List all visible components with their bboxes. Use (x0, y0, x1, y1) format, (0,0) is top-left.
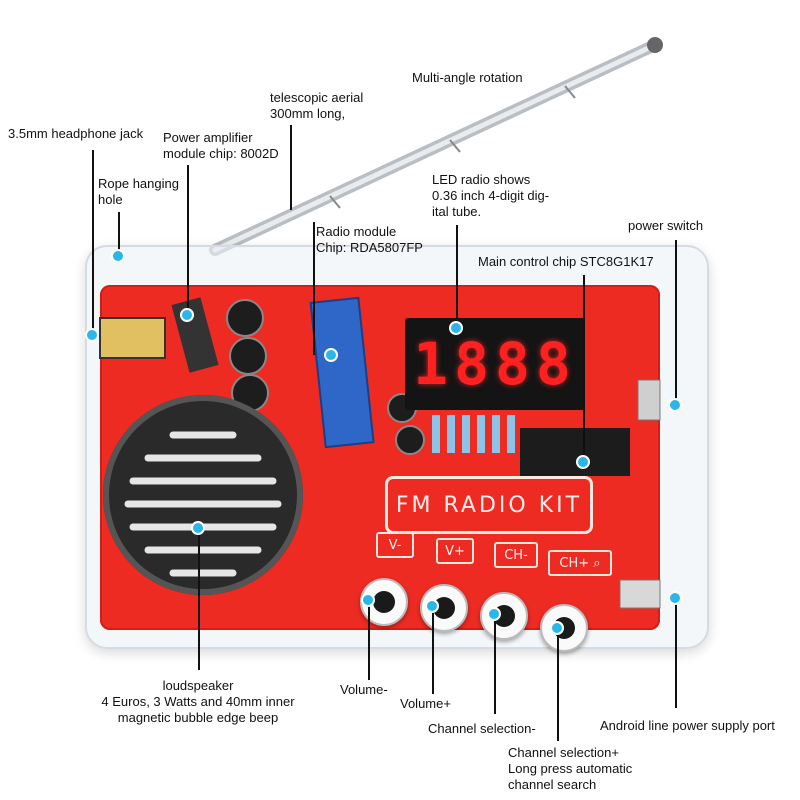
label-aerial: telescopic aerial 300mm long, (270, 90, 364, 121)
speaker-slots (124, 431, 282, 577)
loudspeaker-grille (103, 395, 303, 595)
marker-mcu (576, 455, 590, 469)
tag-channel-plus: CH+ ⌕ (548, 550, 612, 576)
label-android-port: Android line power supply port (600, 718, 775, 733)
leader-channel-minus (494, 614, 496, 714)
marker-loudspeaker (191, 521, 205, 535)
label-radio-module: Radio module Chip: RDA5807FP (316, 224, 423, 255)
leader-aerial (290, 125, 292, 210)
usb-port-body (619, 579, 661, 609)
leader-android-port (675, 598, 677, 708)
label-channel-minus: Channel selection- (428, 721, 536, 736)
tag-volume-minus: V- (376, 532, 414, 558)
marker-channel-plus (550, 621, 564, 635)
channel-plus-button[interactable] (540, 604, 588, 652)
marker-rope-hole (111, 249, 125, 263)
label-channel-plus: Channel selection+ Long press automatic … (508, 745, 633, 792)
radio-module (309, 296, 375, 449)
leader-mcu (583, 275, 585, 460)
tag-volume-plus: V+ (436, 538, 474, 564)
marker-amp-chip (180, 308, 194, 322)
label-amp-chip: Power amplifier module chip: 8002D (163, 130, 279, 161)
leader-channel-plus (557, 626, 559, 741)
headphone-jack (99, 317, 166, 359)
marker-headphone (85, 328, 99, 342)
leader-headphone (92, 150, 94, 335)
label-mcu: Main control chip STC8G1K17 (478, 254, 654, 269)
leader-rope-hole (118, 212, 120, 257)
marker-led-display (449, 321, 463, 335)
title-plate: FM RADIO KIT (385, 476, 593, 534)
leader-loudspeaker (198, 530, 200, 670)
label-power-switch: power switch (628, 218, 704, 233)
leader-volume-plus (432, 606, 434, 694)
display-digits: 1888 (413, 330, 577, 398)
title-plate-text: FM RADIO KIT (395, 492, 583, 518)
marker-power-switch (668, 398, 682, 412)
power-switch-body (637, 379, 661, 421)
marker-volume-minus (361, 593, 375, 607)
amp-module (171, 297, 219, 373)
marker-volume-plus (425, 599, 439, 613)
leader-volume-minus (368, 600, 370, 680)
label-headphone: 3.5mm headphone jack (8, 126, 144, 141)
leader-amp-chip (187, 165, 189, 315)
label-volume-plus: Volume+ (400, 696, 451, 711)
label-multi-angle: Multi-angle rotation (412, 70, 523, 85)
label-volume-minus: Volume- (340, 682, 388, 697)
leader-power-switch (675, 240, 677, 402)
tag-channel-minus: CH- (494, 542, 538, 568)
leader-led-display (456, 225, 458, 325)
marker-radio-module (324, 348, 338, 362)
marker-channel-minus (487, 607, 501, 621)
led-display: 1888 (405, 318, 585, 410)
label-loudspeaker: loudspeaker 4 Euros, 3 Watts and 40mm in… (101, 678, 295, 725)
marker-android-port (668, 591, 682, 605)
mcu-chip (520, 428, 630, 476)
label-rope-hole: Rope hanging hole (98, 176, 179, 207)
leader-radio-module (313, 222, 315, 355)
label-led-display: LED radio shows 0.36 inch 4-digit dig- i… (432, 172, 550, 219)
